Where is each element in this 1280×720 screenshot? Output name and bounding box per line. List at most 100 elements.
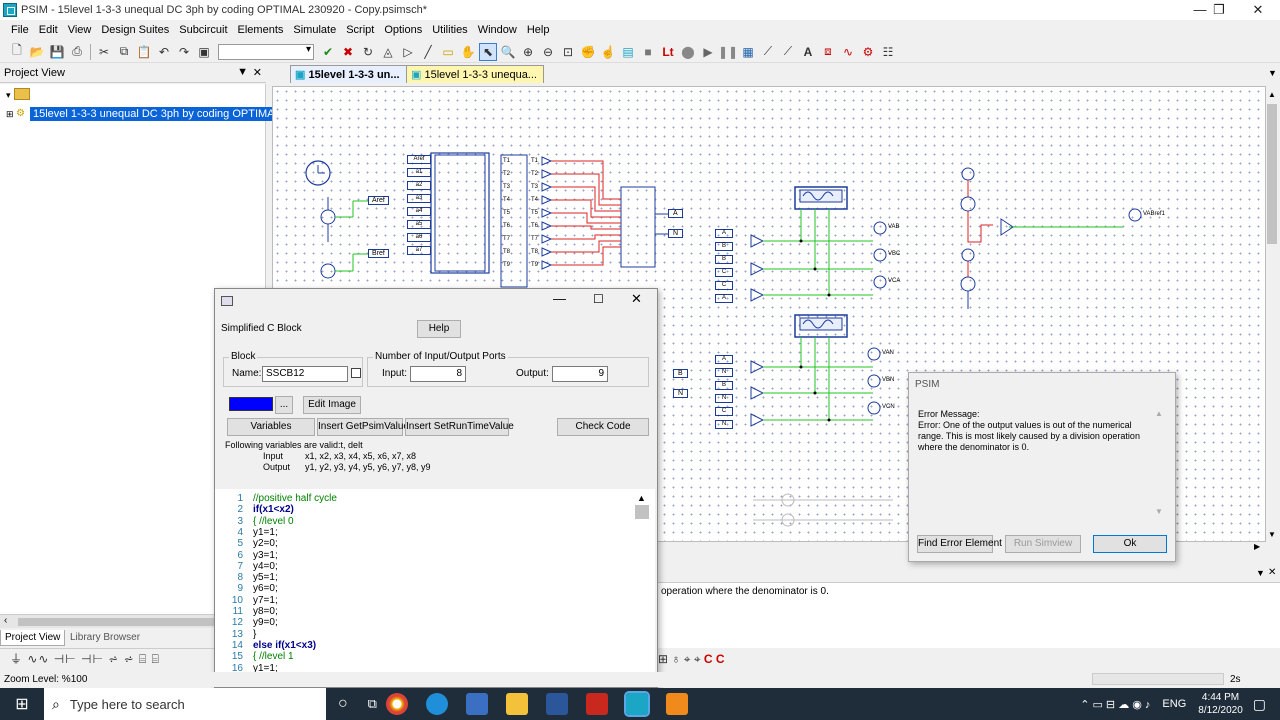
chrome-icon[interactable] xyxy=(385,693,408,715)
scroll-up-icon[interactable]: ▲ xyxy=(1155,409,1163,418)
panel-close-icon[interactable]: ✕ xyxy=(252,67,262,79)
menu-subcircuit[interactable]: Subcircuit xyxy=(179,24,228,36)
hand-icon[interactable]: ✊ xyxy=(580,44,596,59)
element-library-strip[interactable]: ⏚ ∿∿ ⊣⊢ ⊣⊢ ⩫ ⩫ ⌸ ⌸ xyxy=(0,648,266,668)
word-icon[interactable] xyxy=(545,693,568,715)
zoom-out-icon[interactable]: ⊖ xyxy=(542,44,554,59)
lt-icon[interactable]: Lt xyxy=(662,44,674,59)
block-color-swatch[interactable] xyxy=(229,397,273,411)
scroll-right-icon[interactable]: ▶ xyxy=(1254,542,1261,551)
panel-menu-icon[interactable]: ▼ xyxy=(237,66,248,78)
scroll-left-icon[interactable]: ‹ xyxy=(4,615,8,626)
label-n-out[interactable]: N xyxy=(668,229,684,238)
code-scroll-up-icon[interactable]: ▲ xyxy=(637,493,646,503)
zoom-in-icon[interactable]: ⊕ xyxy=(522,44,534,59)
cortana-icon[interactable]: ○ xyxy=(338,695,348,712)
panel-menu-icon[interactable]: ▼ xyxy=(1256,568,1265,578)
file-explorer-icon[interactable] xyxy=(505,693,528,715)
store-icon[interactable] xyxy=(465,693,488,715)
tree-item-project[interactable]: 15level 1-3-3 unequal DC 3ph by coding O… xyxy=(30,107,297,121)
label-bref[interactable]: Bref xyxy=(368,249,389,258)
menu-design-suites[interactable]: Design Suites xyxy=(101,24,170,36)
menu-simulate[interactable]: Simulate xyxy=(293,24,337,36)
ok-button[interactable]: Ok xyxy=(1093,535,1167,553)
menu-window[interactable]: Window xyxy=(477,24,517,36)
wire-icon[interactable]: ╱ xyxy=(424,44,432,59)
probe2-icon[interactable]: ⟋ xyxy=(783,44,793,58)
name-field[interactable]: SSCB12 xyxy=(262,366,348,382)
doc-tab-1[interactable]: ▣ 15level 1-3-3 un... ✕ xyxy=(290,65,423,83)
run-icon[interactable]: ▶ xyxy=(703,44,713,59)
rotate-icon[interactable]: ↻ xyxy=(362,44,374,59)
horizontal-scrollbar[interactable]: ‹ xyxy=(0,614,266,628)
check-code-button[interactable]: Check Code xyxy=(557,418,649,436)
menu-elements[interactable]: Elements xyxy=(237,24,284,36)
menu-help[interactable]: Help xyxy=(526,24,550,36)
simview-icon[interactable]: ▦ xyxy=(742,44,754,59)
search-box[interactable]: ⌕ Type here to search xyxy=(44,688,326,720)
task-view-icon[interactable]: ⧉ xyxy=(367,696,377,711)
label-a-out[interactable]: A xyxy=(668,209,683,218)
menu-options[interactable]: Options xyxy=(384,24,423,36)
stop-icon[interactable]: ⬤ xyxy=(681,44,695,59)
notifications-icon[interactable]: ▢ xyxy=(1252,695,1266,712)
probe-icon[interactable]: ⟋ xyxy=(763,44,773,58)
maximize-button[interactable]: ❐ xyxy=(1213,2,1225,17)
cut-icon[interactable]: ✂ xyxy=(98,44,110,59)
text-icon[interactable]: A xyxy=(803,44,813,59)
menu-edit[interactable]: Edit xyxy=(38,24,58,36)
pdf-icon[interactable] xyxy=(585,693,608,715)
waveform-icon[interactable]: ∿ xyxy=(842,44,854,59)
print-icon[interactable]: ⎙ xyxy=(72,44,82,58)
scroll-down-icon[interactable]: ▼ xyxy=(1268,530,1276,539)
dialog-minimize-button[interactable]: — xyxy=(553,291,566,306)
color-picker-button[interactable]: ... xyxy=(275,396,293,414)
motor-icon[interactable]: ⚙ xyxy=(862,44,874,59)
dialog-maximize-button[interactable]: ☐ xyxy=(593,292,604,306)
element-toolbar[interactable]: ⊞ ♁ ⌖ ⌖ C C xyxy=(658,648,1280,670)
edit-image-button[interactable]: Edit Image xyxy=(303,396,361,414)
edge-icon[interactable] xyxy=(425,693,448,715)
new-icon[interactable]: 🗋 xyxy=(12,43,22,57)
grab-icon[interactable]: ☝ xyxy=(600,44,616,59)
element-icons[interactable]: ⊞ ♁ ⌖ ⌖ xyxy=(658,652,704,666)
cancel-icon[interactable]: ✖ xyxy=(342,44,354,59)
check-icon[interactable]: ✔ xyxy=(322,44,334,59)
help-button[interactable]: Help xyxy=(417,320,461,338)
output-count-field[interactable]: 9 xyxy=(552,366,608,382)
menu-script[interactable]: Script xyxy=(346,24,375,36)
sim-control-icon[interactable]: ⧈ xyxy=(824,44,832,58)
label-aref[interactable]: Aref xyxy=(368,196,389,205)
find-error-element-button[interactable]: Find Error Element xyxy=(917,535,1002,553)
element-combo[interactable] xyxy=(218,43,314,60)
tab-project-view[interactable]: Project View xyxy=(0,630,66,646)
scroll-thumb[interactable] xyxy=(18,618,218,626)
label-b-out[interactable]: B xyxy=(673,369,688,378)
panel-close-icon[interactable]: ✕ xyxy=(1268,567,1277,578)
name-display-checkbox[interactable] xyxy=(351,368,361,378)
tree-plus-icon[interactable]: ⊞ xyxy=(6,109,14,119)
pause-icon[interactable]: ❚❚ xyxy=(717,44,739,59)
save-icon[interactable]: 💾 xyxy=(49,44,65,59)
flip-icon[interactable]: ◬ xyxy=(383,44,393,59)
minimize-button[interactable]: — xyxy=(1193,2,1207,17)
scroll-down-icon[interactable]: ▼ xyxy=(1155,507,1163,516)
pan-icon[interactable]: ✋ xyxy=(460,44,476,59)
insert-getpsimvalue-button[interactable]: Insert GetPsimValue xyxy=(317,418,409,436)
windows-start-icon[interactable]: ⊞ xyxy=(15,696,29,713)
select-icon[interactable]: ⬉ xyxy=(479,42,497,61)
scroll-thumb[interactable] xyxy=(1267,104,1277,244)
insert-setruntimevalue-button[interactable]: Insert SetRunTimeValue xyxy=(405,418,514,436)
video-icon[interactable] xyxy=(665,693,688,715)
mirror-icon[interactable]: ▷ xyxy=(403,44,413,59)
psim-task-icon[interactable] xyxy=(623,691,650,717)
redo-icon[interactable]: ↷ xyxy=(178,44,190,59)
menu-view[interactable]: View xyxy=(67,24,92,36)
properties-icon[interactable]: ☷ xyxy=(882,44,894,59)
subcircuit-icon[interactable]: ▤ xyxy=(622,44,634,59)
zoom-fit-icon[interactable]: ⊡ xyxy=(562,44,574,59)
label-n-out-2[interactable]: N xyxy=(673,389,689,398)
tab-list-icon[interactable]: ▼ xyxy=(1268,68,1277,78)
scroll-up-icon[interactable]: ▲ xyxy=(1268,90,1276,99)
